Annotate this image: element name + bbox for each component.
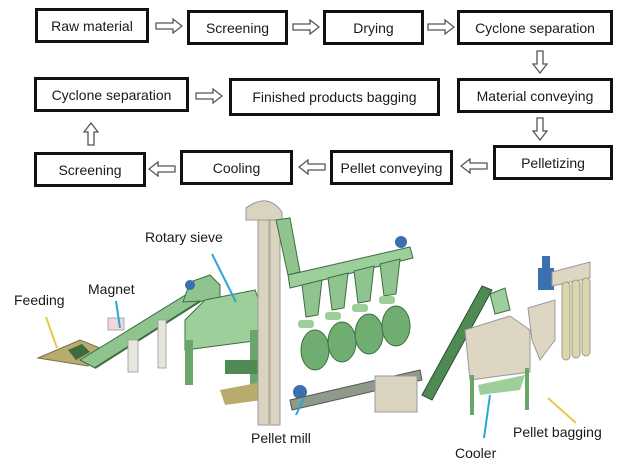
bucket-elevator <box>245 200 301 426</box>
step-screening: Screening <box>187 10 288 45</box>
step-cyclone-separation-final: Cyclone separation <box>34 77 189 112</box>
arrow-left-icon <box>298 159 326 175</box>
step-material-conveying: Material conveying <box>457 78 613 113</box>
leader-line-cooler <box>483 394 491 439</box>
leader-line-rotary-sieve <box>211 253 237 303</box>
arrow-left-icon <box>148 161 176 177</box>
leader-line-feeding <box>45 316 58 349</box>
arrow-right-icon <box>195 88 223 104</box>
leader-line-pellet-mill <box>295 397 305 416</box>
bag-filters <box>561 277 591 361</box>
step-screening-final: Screening <box>34 152 146 187</box>
arrow-down-icon <box>532 117 548 141</box>
mill-filter <box>374 375 418 413</box>
distribution-conveyor <box>287 236 414 318</box>
arrow-right-icon <box>427 19 455 35</box>
step-pelletizing: Pelletizing <box>493 145 613 180</box>
arrow-up-icon <box>83 122 99 146</box>
leader-line-pellet-bagging <box>547 397 577 424</box>
callout-rotary-sieve: Rotary sieve <box>145 229 223 245</box>
callout-pellet-bagging: Pellet bagging <box>513 424 602 440</box>
cooler-machine <box>464 315 531 415</box>
cooler-conveyor <box>421 285 511 401</box>
callout-pellet-mill: Pellet mill <box>251 430 311 446</box>
step-cyclone-separation: Cyclone separation <box>457 10 613 45</box>
arrow-down-icon <box>532 50 548 74</box>
arrow-left-icon <box>460 158 488 174</box>
pellet-plant-illustration <box>36 200 591 439</box>
step-drying: Drying <box>323 10 424 45</box>
rotary-sieve-machine <box>182 274 265 405</box>
step-finished-products-bagging: Finished products bagging <box>229 78 440 116</box>
leader-line-magnet <box>115 300 121 329</box>
arrow-right-icon <box>292 19 320 35</box>
callout-magnet: Magnet <box>88 281 135 297</box>
step-pellet-conveying: Pellet conveying <box>330 150 453 185</box>
step-raw-material: Raw material <box>35 8 149 43</box>
arrow-right-icon <box>155 18 183 34</box>
callout-cooler: Cooler <box>455 445 497 461</box>
step-cooling: Cooling <box>180 150 293 185</box>
callout-feeding: Feeding <box>14 292 65 308</box>
cyclone-fan <box>527 256 591 362</box>
